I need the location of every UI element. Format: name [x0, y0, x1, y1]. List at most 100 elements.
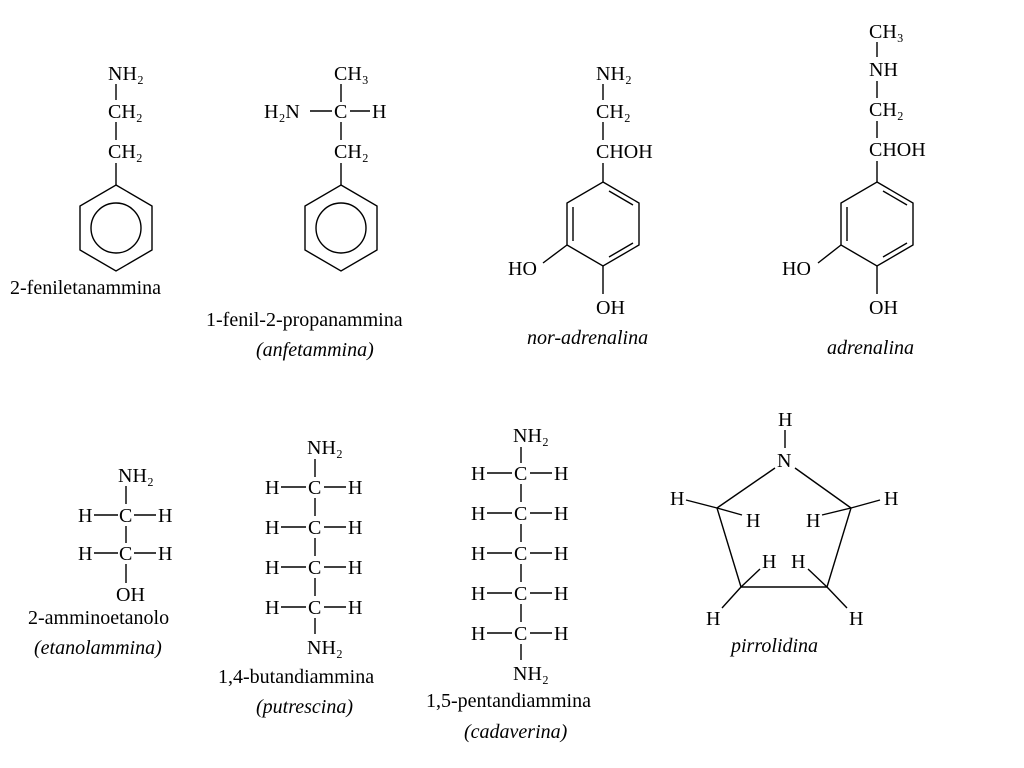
hydrogen-atom: H [348, 557, 362, 579]
hydrogen-atom: H [348, 517, 362, 539]
hydrogen-atom: H [78, 543, 92, 565]
methylene-group: CH₂ [108, 141, 143, 163]
amine-group: NH₂ [513, 425, 549, 447]
ring-bond [716, 507, 742, 588]
bond [850, 499, 881, 509]
hydroxyl-group: OH [116, 584, 145, 606]
bond [821, 507, 852, 516]
carbon-atom: C [119, 543, 132, 565]
hydrogen-atom: H [554, 583, 568, 605]
molecule-common-name: (anfetammina) [256, 339, 374, 361]
methylene-group: CH₂ [108, 101, 143, 123]
double-bond [882, 190, 908, 206]
hydroxymethine-group: CHOH [869, 139, 926, 161]
aromatic-circle [90, 202, 142, 254]
hydrogen-atom: H [471, 623, 485, 645]
hydrogen-atom: H [554, 503, 568, 525]
ring-bond [716, 467, 776, 509]
hydrogen-atom: H [158, 543, 172, 565]
carbon-atom: C [119, 505, 132, 527]
molecule-common-name: (etanolammina) [34, 637, 162, 659]
hydroxyl-group: HO [782, 258, 811, 280]
methylene-group: CH₂ [596, 101, 631, 123]
hydrogen-atom: H [670, 488, 684, 510]
methylene-group: CH₂ [869, 99, 904, 121]
hydrogen-atom: H [806, 510, 820, 532]
hydrogen-atom: H [471, 463, 485, 485]
molecule-name: 1,5-pentandiammina [426, 690, 591, 712]
hydrogen-atom: H [778, 409, 792, 431]
hydrogen-atom: H [265, 557, 279, 579]
molecule-ethanolamine: NH₂ H C H H C H OH 2-amminoetanolo (etan… [28, 465, 172, 659]
hydrogen-atom: H [78, 505, 92, 527]
molecule-common-name: (cadaverina) [464, 721, 568, 743]
carbon-atom: C [334, 101, 347, 123]
ring-bond [826, 507, 852, 588]
hydrogen-atom: H [706, 608, 720, 630]
molecule-name: 1-fenil-2-propanammina [206, 309, 403, 331]
hydroxyl-group: OH [869, 297, 898, 319]
amine-group: NH₂ [513, 663, 549, 685]
hydrogen-atom: H [554, 623, 568, 645]
hydrogen-atom: H [348, 477, 362, 499]
molecule-name: adrenalina [827, 337, 914, 359]
double-bond [608, 190, 634, 206]
carbon-atom: C [514, 583, 527, 605]
hydroxyl-group: OH [596, 297, 625, 319]
carbon-atom: C [308, 477, 321, 499]
benzene-ring [566, 181, 640, 267]
molecule-phenethylamine: NH₂ CH₂ CH₂ 2-feniletanammina [10, 63, 161, 299]
double-bond [882, 242, 908, 258]
hydrogen-atom: H [471, 543, 485, 565]
molecule-noradrenaline: NH₂ CH₂ CHOH HO OH nor-adrenalina [508, 63, 653, 349]
hydrogen-atom: H [791, 551, 805, 573]
molecule-name: nor-adrenalina [527, 327, 648, 349]
bond [817, 244, 842, 264]
carbon-atom: C [308, 597, 321, 619]
molecule-name: pirrolidina [729, 635, 818, 657]
amine-group: NH [869, 59, 898, 81]
bond [721, 586, 742, 609]
amine-group: NH₂ [118, 465, 154, 487]
molecule-common-name: (putrescina) [256, 696, 353, 718]
bond [716, 507, 743, 516]
hydrogen-atom: H [348, 597, 362, 619]
hydrogen-atom: H [554, 543, 568, 565]
bond [542, 244, 568, 264]
molecule-name: 1,4-butandiammina [218, 666, 374, 688]
double-bond [608, 242, 634, 258]
benzene-ring [304, 184, 378, 272]
hydroxymethine-group: CHOH [596, 141, 653, 163]
amine-group: NH₂ [108, 63, 144, 85]
bond [685, 499, 718, 509]
molecule-amphetamine: CH₃ H₂N C H CH₂ 1-fenil-2-propanammina (… [206, 63, 403, 361]
benzene-ring [840, 181, 914, 267]
bond [807, 568, 828, 588]
bond [740, 568, 761, 588]
molecule-adrenaline: CH₃ NH CH₂ CHOH HO OH adrenalina [782, 21, 926, 359]
methylene-group: CH₂ [334, 141, 369, 163]
carbon-atom: C [514, 463, 527, 485]
hydrogen-atom: H [372, 101, 386, 123]
hydrogen-atom: H [849, 608, 863, 630]
amine-group: NH₂ [596, 63, 632, 85]
hydrogen-atom: H [265, 477, 279, 499]
methyl-group: CH₃ [334, 63, 369, 85]
methyl-group: CH₃ [869, 21, 904, 43]
hydrogen-atom: H [884, 488, 898, 510]
hydrogen-atom: H [158, 505, 172, 527]
nitrogen-atom: N [777, 450, 791, 472]
molecule-name: 2-amminoetanolo [28, 607, 169, 629]
amine-group: NH₂ [307, 637, 343, 659]
hydrogen-atom: H [762, 551, 776, 573]
hydrogen-atom: H [471, 503, 485, 525]
carbon-atom: C [514, 503, 527, 525]
carbon-atom: C [514, 543, 527, 565]
